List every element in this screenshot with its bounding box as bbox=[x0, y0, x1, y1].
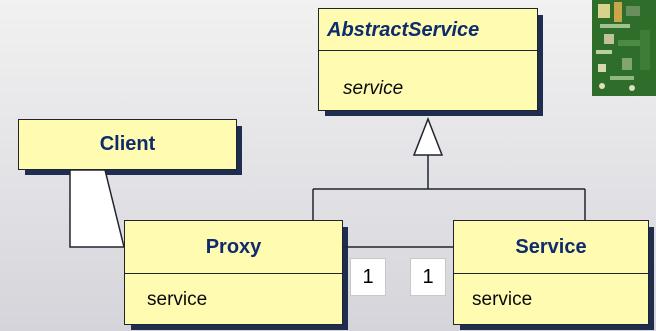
class-client-name: Client bbox=[99, 133, 156, 155]
class-service-attribute: service bbox=[472, 289, 533, 310]
circuit-board-image bbox=[592, 0, 656, 96]
generalization-arrowhead bbox=[412, 116, 444, 156]
class-abstract-service-name: AbstractService bbox=[327, 19, 480, 41]
class-proxy: Proxy service bbox=[124, 220, 348, 330]
class-client: Client bbox=[18, 119, 242, 175]
class-proxy-name: Proxy bbox=[205, 236, 262, 258]
multiplicity-proxy-end: 1 bbox=[350, 258, 386, 296]
class-service-name: Service bbox=[515, 236, 587, 258]
class-abstract-service: AbstractService service bbox=[318, 8, 543, 116]
class-abstract-service-attribute: service bbox=[343, 78, 404, 99]
class-proxy-attribute: service bbox=[147, 289, 208, 310]
multiplicity-service-end: 1 bbox=[410, 258, 446, 296]
note-connector bbox=[69, 169, 125, 248]
class-service: Service service bbox=[453, 220, 654, 330]
